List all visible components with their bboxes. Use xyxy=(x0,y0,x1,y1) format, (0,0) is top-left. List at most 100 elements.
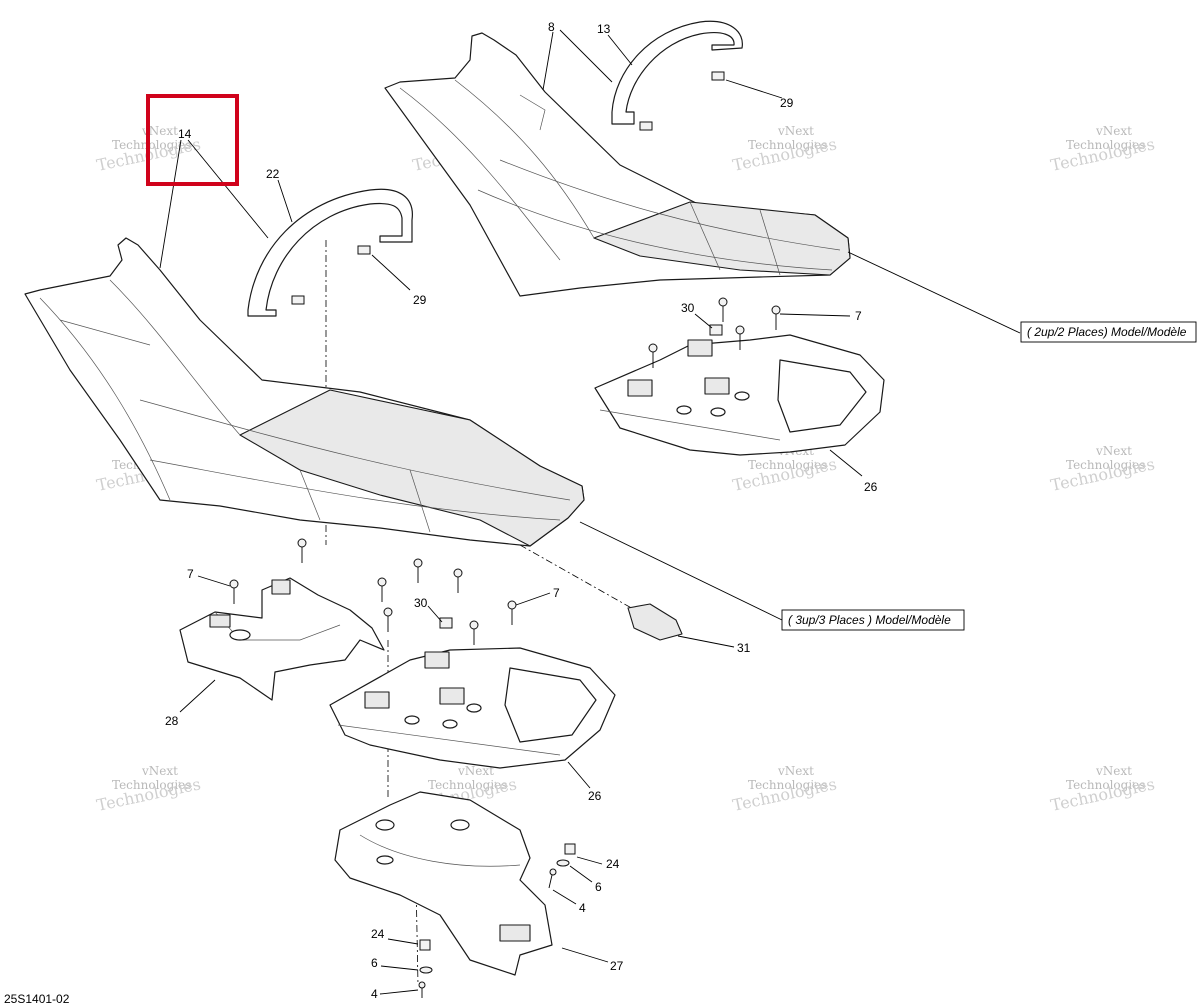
callout-labels: 8 13 29 14 22 29 30 7 26 7 30 7 31 28 26… xyxy=(165,20,878,1001)
mount-hole xyxy=(376,855,394,865)
watermark-line1: vNext xyxy=(141,124,178,138)
callout-13: 13 xyxy=(597,22,611,36)
seat-two-up-seam xyxy=(499,159,841,251)
clip xyxy=(439,617,453,629)
screw xyxy=(413,558,423,583)
callout-28: 28 xyxy=(165,714,179,728)
latch-31 xyxy=(627,603,683,641)
watermark-line2: Technologies xyxy=(1066,778,1145,792)
screw xyxy=(648,343,658,368)
bracket-28-body xyxy=(179,577,385,701)
clip xyxy=(709,324,723,336)
seat-three-up-front-panel xyxy=(239,389,585,547)
strap-22 xyxy=(247,188,413,317)
watermark-line1: vNext xyxy=(457,764,494,778)
watermark-line2: Technologies xyxy=(112,778,191,792)
screw xyxy=(469,620,479,645)
callout-14: 14 xyxy=(178,127,192,141)
mount-hole xyxy=(442,719,458,729)
watermark-line2: Technologies xyxy=(112,138,191,152)
screw xyxy=(507,600,517,625)
screw xyxy=(718,297,728,322)
watermark-line1: vNext xyxy=(777,764,814,778)
watermark-line1: vNext xyxy=(1095,444,1132,458)
mount-hole xyxy=(734,391,750,401)
grab-handle-26-lower xyxy=(329,647,616,769)
centerline-latch xyxy=(519,544,636,611)
callout-24: 24 xyxy=(371,927,385,941)
callout-22: 22 xyxy=(266,167,280,181)
latch-31-body xyxy=(627,603,683,641)
callout-4: 4 xyxy=(579,901,586,915)
highlight-box xyxy=(146,94,239,186)
latch-block xyxy=(687,339,713,357)
screw xyxy=(735,325,745,350)
mount-hole xyxy=(466,703,482,713)
latch-block xyxy=(627,379,653,397)
washer xyxy=(556,859,570,867)
callout-24: 24 xyxy=(606,857,620,871)
grab-handle-26-upper xyxy=(594,334,885,456)
model-label-three-up: ( 3up/3 Places ) Model/Modèle xyxy=(781,609,965,631)
seat-three-up-seam xyxy=(59,319,151,346)
seat-two-up-front-panel xyxy=(593,201,851,276)
watermark-line2: Technologies xyxy=(428,778,507,792)
callout-6: 6 xyxy=(371,956,378,970)
callout-4: 4 xyxy=(371,987,378,1001)
grab-handle-26-upper-edge xyxy=(599,409,781,441)
screw xyxy=(771,305,781,330)
latch-block xyxy=(364,691,390,709)
clip xyxy=(291,295,305,305)
washer xyxy=(419,966,433,974)
strap-13-body xyxy=(611,20,743,125)
support-27-body xyxy=(334,791,553,976)
seat-two-up-seam xyxy=(759,209,781,276)
watermark-line2: Technologies xyxy=(1066,458,1145,472)
nut xyxy=(564,843,576,855)
mount-hole xyxy=(676,405,692,415)
mount-hole xyxy=(404,715,420,725)
callout-8: 8 xyxy=(548,20,555,34)
latch-block xyxy=(424,651,450,669)
support-27-detail xyxy=(359,834,521,867)
strap-22-body xyxy=(247,188,413,317)
hardware xyxy=(229,71,781,998)
callout-31: 31 xyxy=(737,641,751,655)
grab-handle-26-lower-edge xyxy=(337,724,561,756)
clip xyxy=(357,245,371,255)
grab-handle-26-lower-opening xyxy=(504,667,597,743)
clip xyxy=(711,71,725,81)
callout-27: 27 xyxy=(610,959,624,973)
seat-three-up-seam xyxy=(39,297,171,501)
latch-block xyxy=(704,377,730,395)
callout-7: 7 xyxy=(187,567,194,581)
seat-three-up-seam xyxy=(149,459,561,521)
model-label-two-up: ( 2up/2 Places) Model/Modèle xyxy=(1020,321,1197,343)
seat-three-up-seam xyxy=(139,399,571,501)
callout-29: 29 xyxy=(780,96,794,110)
strap-13 xyxy=(611,20,743,125)
nut xyxy=(419,939,431,951)
latch-block xyxy=(499,924,531,942)
watermark-line1: vNext xyxy=(1095,764,1132,778)
latch-block xyxy=(271,579,291,595)
support-27 xyxy=(334,791,553,976)
watermark-line1: vNext xyxy=(1095,124,1132,138)
callout-7: 7 xyxy=(855,309,862,323)
clip xyxy=(639,121,653,131)
seat-three-up-seam xyxy=(409,469,431,533)
seat-two-up-seam xyxy=(689,201,721,271)
watermark-line2: Technologies xyxy=(1066,138,1145,152)
watermark-line1: vNext xyxy=(777,124,814,138)
seat-three-up-seam xyxy=(299,469,321,521)
mount-hole xyxy=(450,819,470,831)
watermark-line1: vNext xyxy=(141,764,178,778)
callout-26: 26 xyxy=(864,480,878,494)
screw xyxy=(377,577,387,602)
latch-block xyxy=(209,614,231,628)
screw xyxy=(453,568,463,593)
mount-hole xyxy=(229,629,251,641)
grab-handle-26-upper-opening xyxy=(777,359,867,433)
